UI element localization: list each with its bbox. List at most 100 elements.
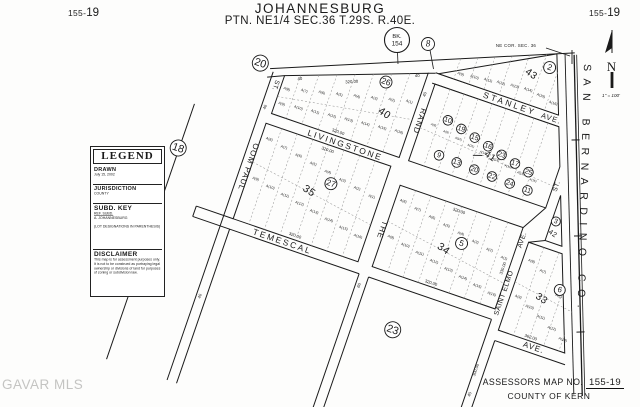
lot-label: A(14) <box>324 217 334 224</box>
lot-line <box>521 122 549 200</box>
lot-label: A(12) <box>295 200 305 207</box>
lot-label: A(15) <box>472 283 482 290</box>
lot-label: A(13) <box>510 83 520 90</box>
parcel-marker-circle <box>504 178 515 189</box>
lot-line <box>295 144 329 241</box>
dimension-label: 40 <box>415 73 421 78</box>
lot-label: A(13) <box>492 156 500 162</box>
dimension-label: 40 <box>197 292 203 299</box>
disclaimer-text: This map is for assessment purposes only… <box>94 257 161 275</box>
parcel-marker-circle <box>486 171 498 182</box>
parcel-marker-circle <box>384 321 402 339</box>
dimension-label: 330.00 <box>498 261 507 275</box>
dimension-label: 40 <box>297 76 303 81</box>
dimension-label: 40 <box>466 391 472 398</box>
parcel-marker-circle <box>251 54 269 72</box>
lot-line <box>528 252 560 341</box>
lot-line <box>326 155 360 252</box>
dimension-label: 320.00 <box>331 127 345 136</box>
plat-grid: A(8)A(7)A(6)A(5)A(4)A(3)A(2)A(1)A(9)A(10… <box>106 52 586 407</box>
street-label-saint-elmo-ave: AVE. <box>517 231 529 249</box>
lot-label: A(14) <box>361 120 371 127</box>
lot-line <box>301 75 320 125</box>
lot-label: A(14) <box>523 86 533 93</box>
dimension-label: 320.00 <box>452 206 466 215</box>
lot-label: A(16) <box>353 233 363 240</box>
lot-label: A(13) <box>309 208 319 215</box>
lot-label: A(9) <box>443 129 450 135</box>
parcel-marker-circle <box>442 115 454 126</box>
book-reference-marker: BK. 154 <box>383 26 411 65</box>
block-marker-circle <box>324 177 338 191</box>
block-42-outline <box>544 195 563 247</box>
block-33-outline <box>497 241 566 354</box>
bk-label: BK. <box>392 34 402 40</box>
lot-label: A(1) <box>405 99 413 105</box>
lot-label: A(10) <box>525 304 535 311</box>
lot-label: A(11) <box>483 77 492 84</box>
lot-label: A(9) <box>278 101 286 107</box>
sheet-suffix: 19 <box>607 7 620 19</box>
parcel-marker: 18 <box>171 141 186 156</box>
parcel-marker: 10 <box>443 116 453 125</box>
lot-label: A(11) <box>536 314 545 321</box>
section-line <box>267 52 575 78</box>
legend-drawn-section: DRAWN July 15, 2002 <box>93 166 162 184</box>
dimension-label: 60 <box>356 282 362 289</box>
legend-disclaimer-section: DISCLAIMER This map is for assessment pu… <box>93 248 162 295</box>
lot-line <box>342 160 376 257</box>
county-of-kern: COUNTY OF KERN <box>507 391 591 401</box>
lot-label: A(2) <box>388 97 396 103</box>
sheet-prefix: 155- <box>588 8 608 18</box>
north-label: N <box>607 59 617 74</box>
legend-title: LEGEND <box>93 149 162 164</box>
block-marker-circle <box>553 284 566 296</box>
lot-label: A(13) <box>444 266 454 273</box>
lot-label: A(10) <box>470 74 480 81</box>
lot-label: A(8) <box>283 86 291 92</box>
page-title: JOHANNESBURG <box>254 1 386 16</box>
lot-line <box>543 289 564 346</box>
lot-label: A(14) <box>504 163 512 169</box>
block-number: 40 <box>376 105 393 122</box>
assessors-map-no: ASSESSORS MAP NO. 155-19 <box>483 377 624 389</box>
lot-line <box>317 74 338 130</box>
lot-label: A(7) <box>300 88 308 94</box>
parcel-marker: 19 <box>456 125 466 134</box>
sheet-number-right: 155-19 <box>589 3 620 21</box>
parcel-marker: 22 <box>487 172 497 181</box>
lot-label: A(16) <box>548 100 558 107</box>
street-label-saint-elmo-st: ST. <box>552 180 562 193</box>
lot-label: A(15) <box>339 225 349 232</box>
lot-line <box>334 74 356 136</box>
bk-number: 154 <box>392 41 403 48</box>
lot-label: A(15) <box>516 170 524 176</box>
parcel-marker-circle <box>169 139 187 157</box>
lot-label: A(9) <box>514 294 522 300</box>
county-boundary-line <box>564 54 586 397</box>
watermark: GAVAR MLS <box>2 377 84 392</box>
block-35-outline <box>232 122 392 263</box>
lot-label: A(12) <box>496 80 506 87</box>
lot-line <box>529 54 548 106</box>
ne-corner-annotation: NE COR. SEC. 36 <box>496 43 573 64</box>
screen-labels: 8 <box>421 37 435 51</box>
dimension-label: 300.00 <box>471 362 480 376</box>
lot-label: A(6) <box>428 214 436 220</box>
north-arrow-fin <box>610 72 614 88</box>
drawn-date: July 15, 2002 <box>94 173 115 177</box>
lot-label: A(6) <box>318 90 326 96</box>
lot-line <box>453 58 461 80</box>
parcel-marker: 8 <box>426 39 431 49</box>
lot-label: A(14) <box>458 274 468 281</box>
parcel-marker-circle <box>456 123 467 135</box>
subd-key-label: SUBD. KEY <box>94 204 133 212</box>
parcel-marker: 9 <box>436 152 442 160</box>
lot-label: A(9) <box>252 176 260 182</box>
dimension-label: 362.00 <box>524 333 538 342</box>
block-marker: 2 <box>546 62 554 73</box>
lot-line <box>483 56 496 90</box>
block-number: 34 <box>435 240 452 257</box>
dimension-label: 40 <box>262 103 268 110</box>
